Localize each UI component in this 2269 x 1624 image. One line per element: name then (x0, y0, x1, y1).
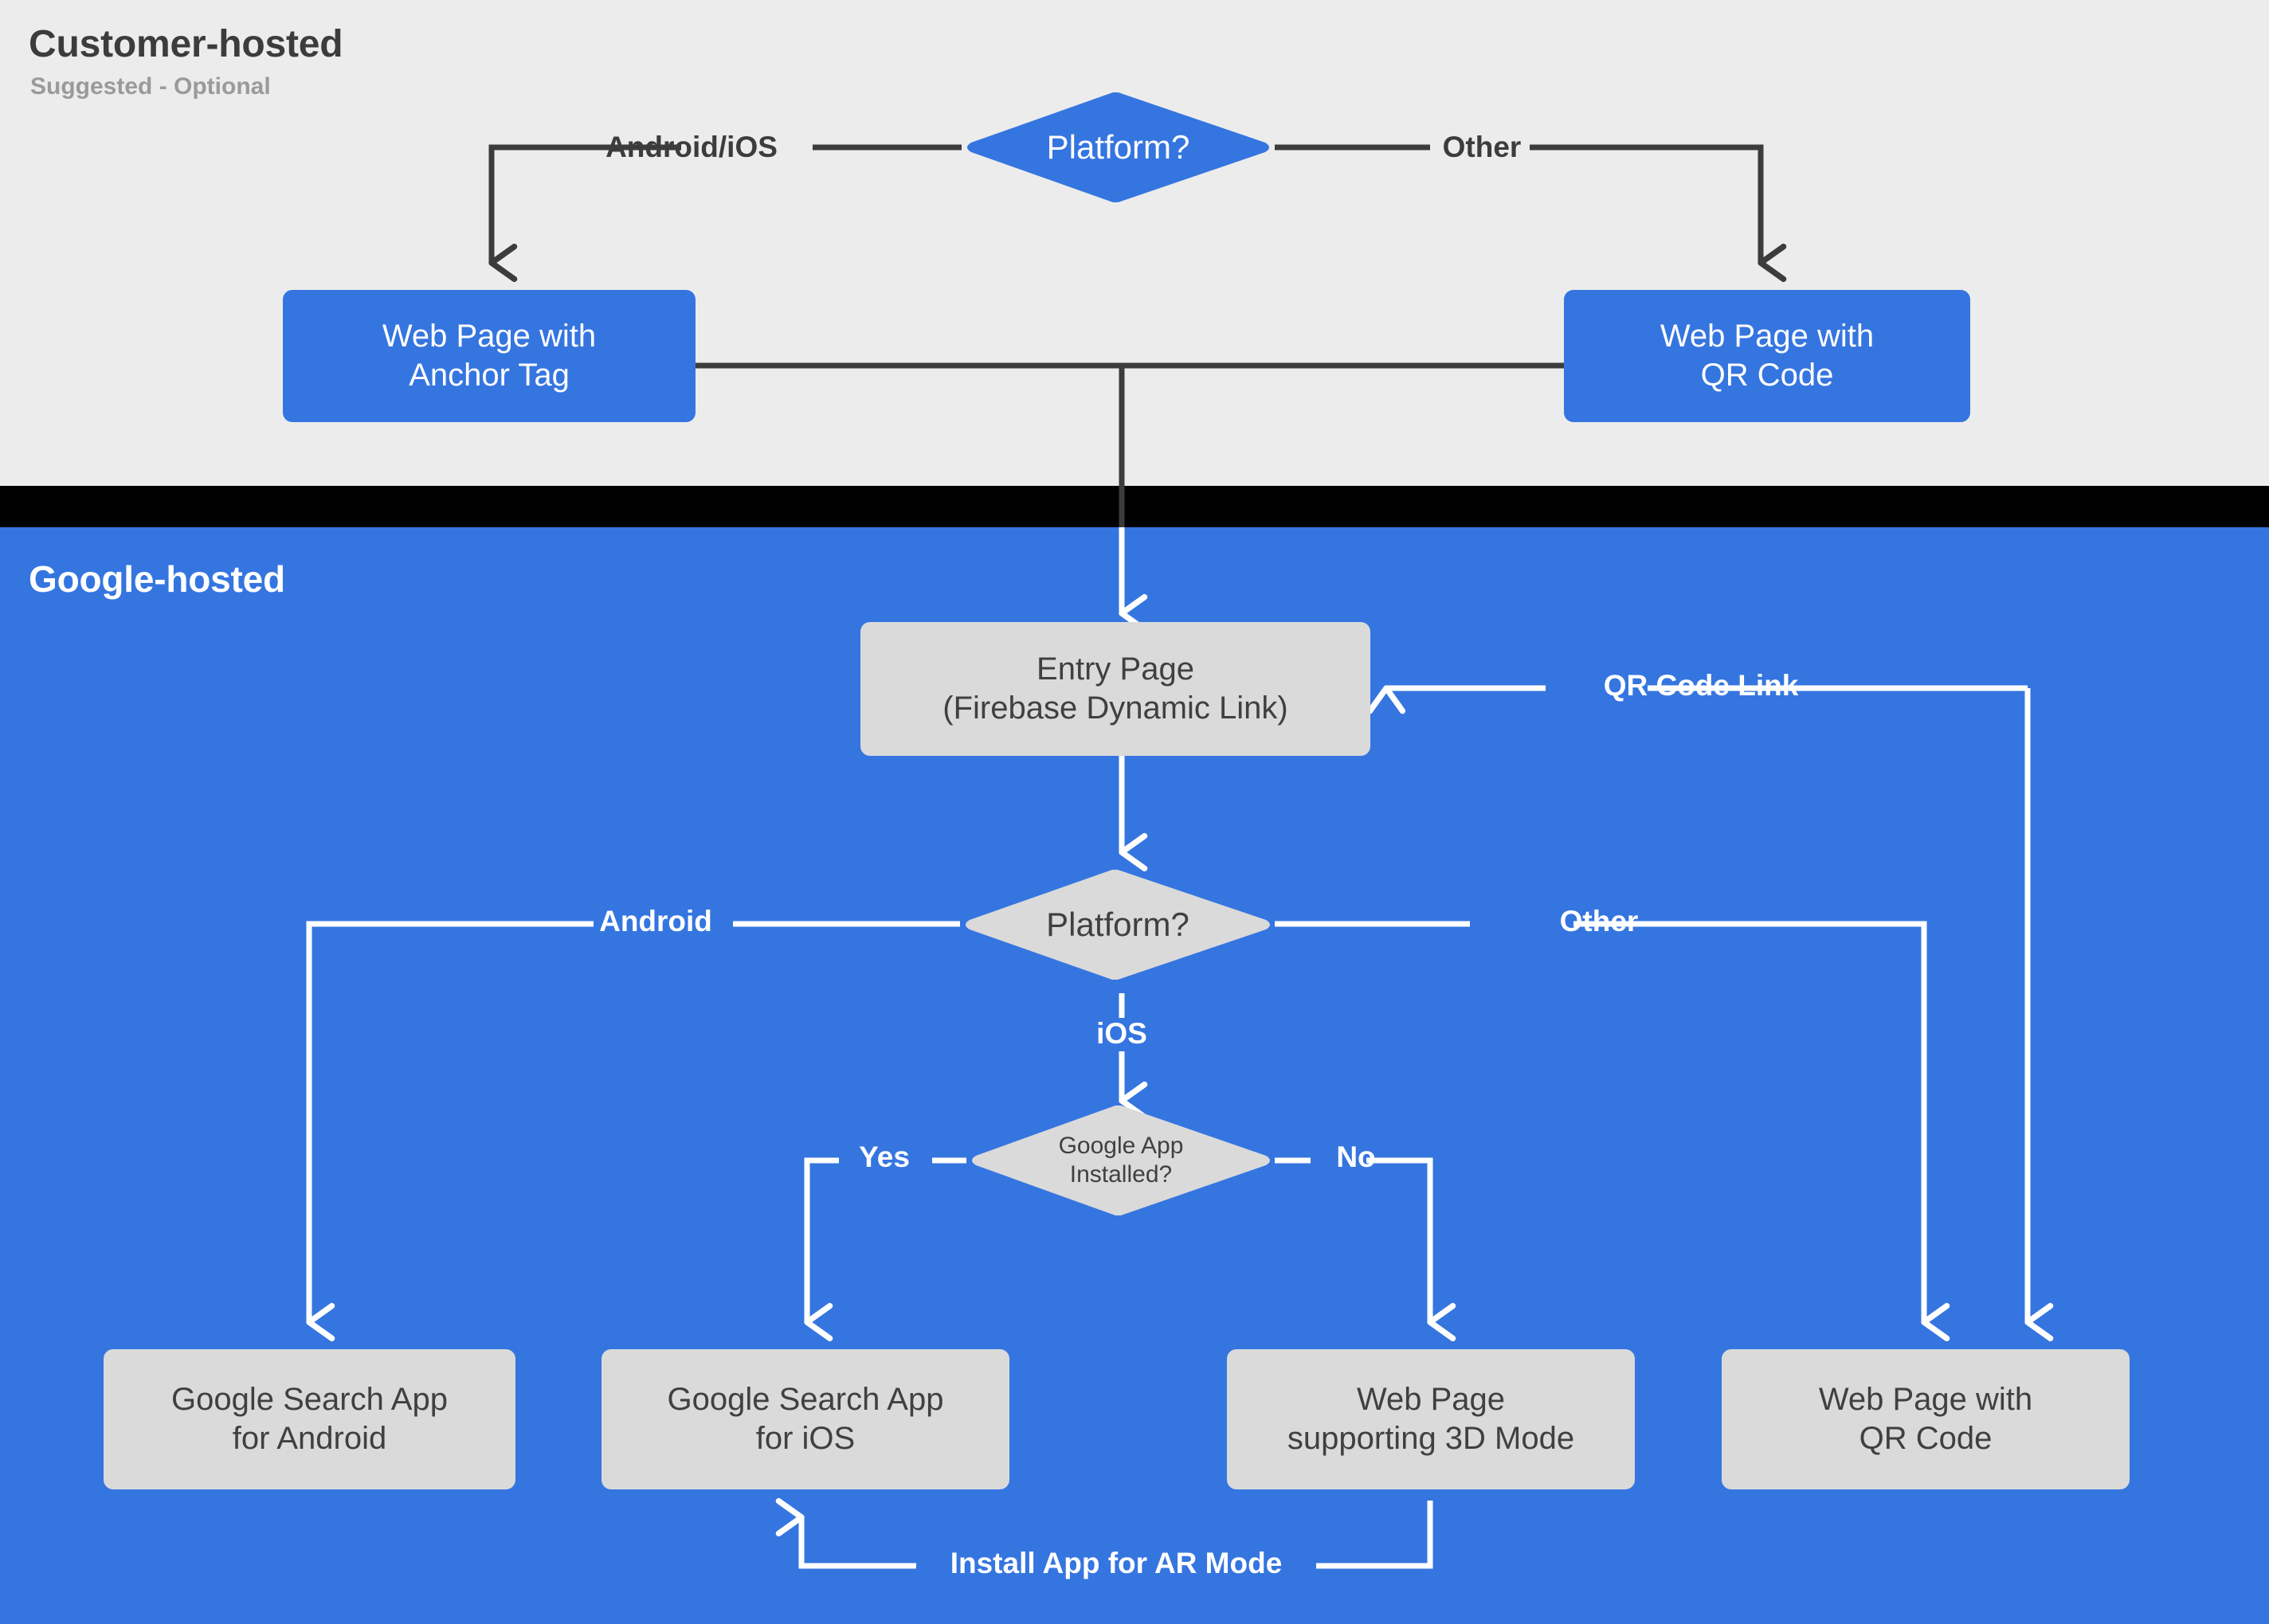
node-entry-page-line2: (Firebase Dynamic Link) (942, 691, 1288, 726)
node-web-page-qr-code-top-line2: QR Code (1700, 358, 1834, 393)
node-google-search-app-android[interactable]: Google Search App for Android (104, 1349, 515, 1489)
google-hosted-title: Google-hosted (29, 558, 285, 600)
node-web-page-qr-code-top-line1: Web Page with (1660, 319, 1875, 354)
edge-label-yes: Yes (859, 1141, 910, 1173)
node-entry-page[interactable]: Entry Page (Firebase Dynamic Link) (860, 622, 1370, 756)
edge-label-android: Android (599, 905, 712, 937)
edge-android-branch (306, 921, 594, 1342)
node-google-app-installed-line2: Installed? (1069, 1161, 1173, 1188)
node-web-page-anchor-tag-line1: Web Page with (382, 319, 597, 354)
section-divider (0, 486, 2269, 527)
customer-hosted-title: Customer-hosted (29, 23, 343, 65)
node-mid-platform-label: Platform? (1046, 905, 1189, 943)
node-google-search-app-android-line2: for Android (232, 1421, 387, 1456)
node-google-search-app-ios[interactable]: Google Search App for iOS (602, 1349, 1009, 1489)
node-web-page-qr-code-bottom-line2: QR Code (1859, 1421, 1993, 1456)
node-google-app-installed-label: Google App Installed? (966, 1101, 1276, 1220)
node-web-page-3d-mode-line1: Web Page (1356, 1382, 1506, 1418)
edge-no-branch (1366, 1157, 1456, 1342)
diamond-shape-gray (966, 870, 1270, 980)
edge-yes-branch (804, 1157, 839, 1342)
edge-other-branch (1573, 921, 1950, 1342)
edge-label-no: No (1336, 1141, 1376, 1173)
edge-platform-to-qr (1530, 144, 1787, 283)
node-entry-page-line1: Entry Page (1037, 652, 1194, 687)
diamond-shape-gray-small (972, 1105, 1270, 1215)
node-web-page-qr-code-bottom-line1: Web Page with (1818, 1382, 2033, 1418)
node-google-app-installed[interactable]: Google App Installed? (966, 1101, 1276, 1220)
edge-label-other-top: Other (1442, 131, 1522, 163)
node-google-search-app-android-line1: Google Search App (171, 1382, 448, 1418)
edge-platform-to-anchor (488, 144, 681, 283)
edge-label-qr-code-link: QR Code Link (1603, 669, 1799, 702)
edge-label-ios: iOS (1096, 1017, 1147, 1050)
node-google-search-app-ios-line1: Google Search App (667, 1382, 944, 1418)
node-web-page-anchor-tag-line2: Anchor Tag (409, 358, 570, 393)
node-google-app-installed-line1: Google App (1058, 1133, 1184, 1159)
edge-ar-return-left (775, 1497, 916, 1569)
node-top-platform[interactable]: Platform? (962, 88, 1275, 207)
node-web-page-anchor-tag[interactable]: Web Page with Anchor Tag (283, 290, 696, 422)
edge-label-install-ar-mode: Install App for AR Mode (950, 1547, 1283, 1579)
node-mid-platform[interactable]: Platform? (960, 865, 1276, 984)
edge-ar-return-right (1316, 1501, 1433, 1569)
node-web-page-qr-code-top[interactable]: Web Page with QR Code (1564, 290, 1970, 422)
node-web-page-3d-mode[interactable]: Web Page supporting 3D Mode (1227, 1349, 1635, 1489)
node-web-page-3d-mode-line2: supporting 3D Mode (1287, 1421, 1575, 1456)
node-google-search-app-ios-line2: for iOS (755, 1421, 856, 1456)
node-top-platform-label: Platform? (1046, 127, 1190, 166)
edge-label-android-ios: Android/iOS (605, 131, 778, 163)
node-web-page-qr-code-bottom[interactable]: Web Page with QR Code (1722, 1349, 2130, 1489)
diamond-shape-blue (967, 92, 1269, 202)
edge-label-other-mid: Other (1559, 905, 1639, 937)
customer-hosted-subtitle: Suggested - Optional (30, 73, 271, 100)
